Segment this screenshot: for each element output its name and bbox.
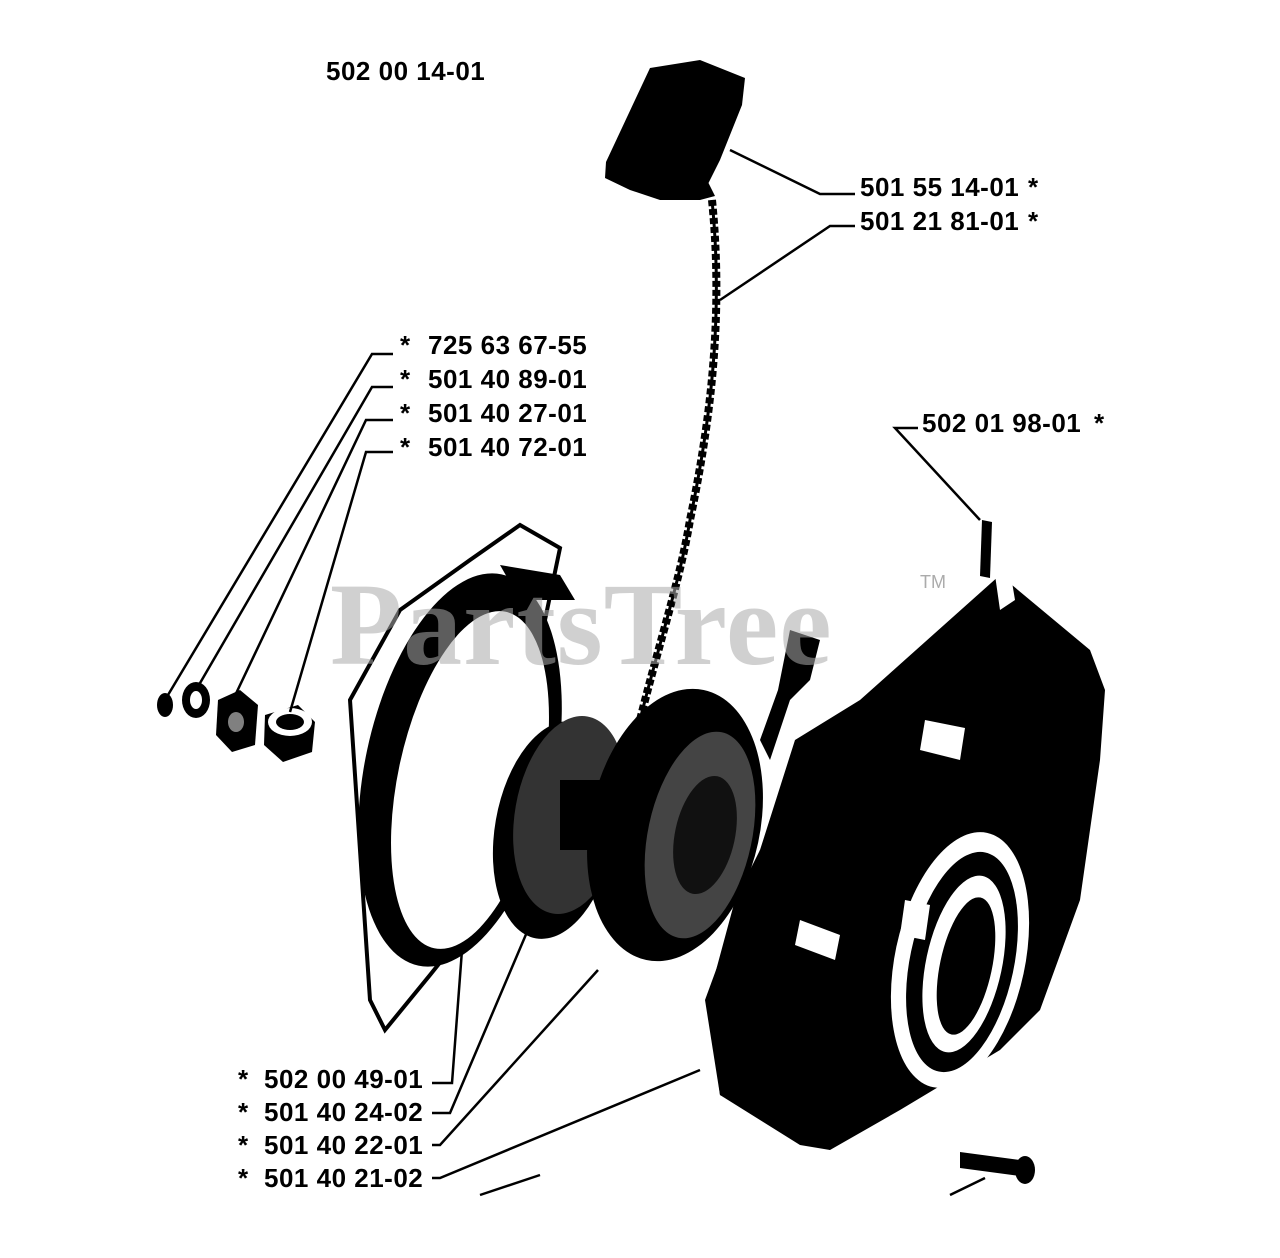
- callout-screw-top-star: *: [1094, 408, 1105, 438]
- callout-rope: 501 21 81-01: [860, 206, 1020, 236]
- callout-left-4: 501 40 72-01: [428, 432, 588, 462]
- callout-bottom-4: 501 40 21-02: [264, 1163, 424, 1193]
- callout-bottom-4-star: *: [238, 1163, 249, 1193]
- small-parts-stack: [157, 682, 315, 762]
- watermark: PartsTree: [330, 559, 833, 690]
- leader-lines: [163, 148, 986, 1197]
- callout-left-1: 725 63 67-55: [428, 330, 588, 360]
- callout-left-2-star: *: [400, 364, 411, 394]
- callout-bottom-3-star: *: [238, 1130, 249, 1160]
- callout-screw-top: 502 01 98-01: [922, 408, 1082, 438]
- callout-left-1-star: *: [400, 330, 411, 360]
- callout-left-3: 501 40 27-01: [428, 398, 588, 428]
- callout-bottom-2: 501 40 24-02: [264, 1097, 424, 1127]
- callout-left-2: 501 40 89-01: [428, 364, 588, 394]
- watermark-trademark: TM: [920, 572, 946, 592]
- callout-bottom-2-star: *: [238, 1097, 249, 1127]
- starter-housing: [705, 570, 1105, 1150]
- assembly-number: 502 00 14-01: [326, 56, 486, 86]
- callout-left-4-star: *: [400, 432, 411, 462]
- callout-rope-star: *: [1028, 206, 1039, 236]
- callout-handle-star: *: [1028, 172, 1039, 202]
- starter-handle: [605, 60, 745, 200]
- callout-bottom-1: 502 00 49-01: [264, 1064, 424, 1094]
- top-screw: [980, 520, 992, 578]
- bottom-screw: [960, 1152, 1035, 1184]
- callout-bottom-1-star: *: [238, 1064, 249, 1094]
- callout-handle: 501 55 14-01: [860, 172, 1020, 202]
- callout-bottom-3: 501 40 22-01: [264, 1130, 424, 1160]
- callout-left-3-star: *: [400, 398, 411, 428]
- spring-cassette: [587, 630, 820, 962]
